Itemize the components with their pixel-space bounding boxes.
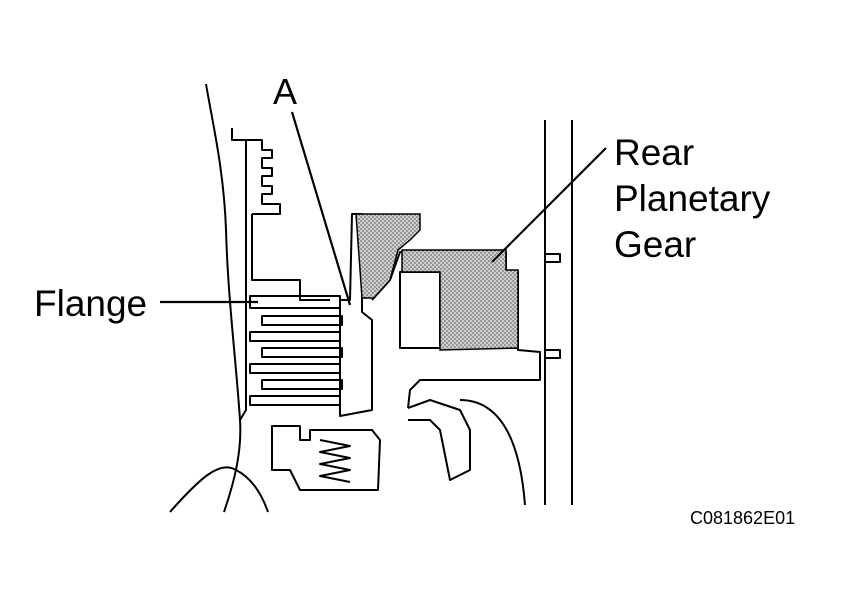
- label-a: A: [273, 71, 298, 112]
- clutch-plate: [249, 363, 341, 374]
- leader-line-a: [290, 111, 352, 306]
- shaft-seal: [407, 399, 471, 481]
- housing-base: [169, 466, 269, 513]
- return-spring: [319, 439, 351, 483]
- return-spring-housing: [271, 425, 381, 491]
- label-line: Gear: [614, 224, 697, 265]
- label-line: Planetary: [614, 178, 771, 219]
- pinion-gear-left: [399, 271, 441, 349]
- label-line: Rear: [614, 132, 695, 173]
- leader-line-rear-planetary: [491, 147, 607, 263]
- piston-flange-a: [339, 213, 373, 417]
- label-rear-planetary-gear: Rear Planetary Gear: [614, 130, 770, 268]
- figure-code: C081862E01: [690, 508, 796, 528]
- spline-teeth: [231, 128, 281, 421]
- planetary-ring-shaded: [355, 213, 421, 299]
- lower-housing: [459, 399, 526, 506]
- clutch-plate: [249, 295, 341, 309]
- clutch-plate: [261, 315, 343, 326]
- shaft-collar: [545, 253, 561, 359]
- clutch-plate: [261, 347, 343, 358]
- label-flange: Flange: [34, 283, 148, 324]
- planetary-carrier-shaded: [401, 249, 519, 351]
- housing-outline: [205, 83, 242, 513]
- output-shaft: [544, 120, 573, 505]
- clutch-plate: [249, 395, 341, 406]
- clutch-plate: [261, 379, 343, 390]
- inner-housing: [251, 214, 330, 301]
- clutch-plate: [249, 331, 341, 342]
